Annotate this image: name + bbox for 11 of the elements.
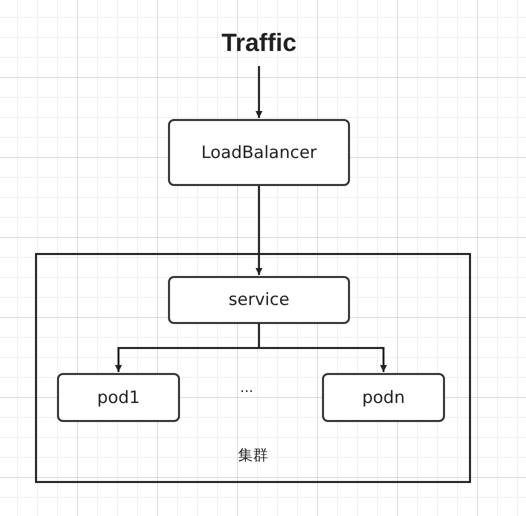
- process-box: LoadBalancer: [168, 119, 350, 186]
- ellipsis-text: ...: [240, 380, 254, 396]
- process-box: pod1: [57, 373, 180, 422]
- process-box: podn: [322, 373, 445, 422]
- traffic-text: Traffic: [209, 20, 309, 66]
- cluster-container: [35, 253, 471, 483]
- process-box: service: [168, 276, 350, 324]
- cluster-label: 集群: [237, 446, 269, 465]
- arrow: [258, 324, 387, 372]
- arrow: [256, 66, 262, 118]
- arrow: [256, 186, 262, 275]
